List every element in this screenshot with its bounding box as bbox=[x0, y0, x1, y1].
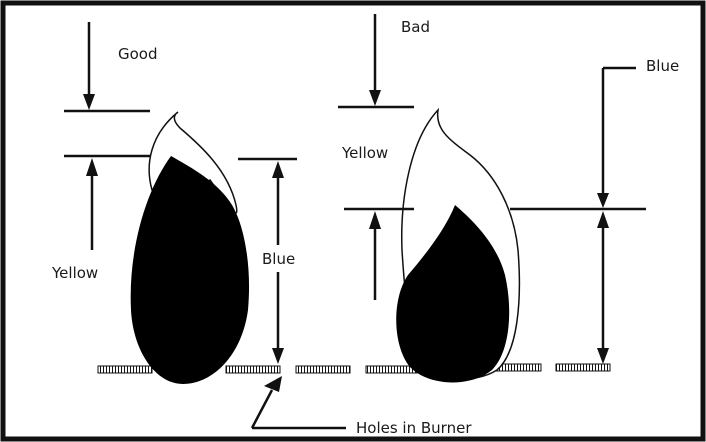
left-arrowheads bbox=[83, 94, 284, 364]
blue-arrowhead-left-up bbox=[272, 161, 284, 178]
label-holes-in-burner: Holes in Burner bbox=[356, 419, 472, 437]
yellow-arrowhead-right bbox=[369, 211, 381, 229]
good-flame bbox=[130, 111, 250, 384]
burner-strip bbox=[295, 365, 351, 374]
blue-arrowhead-left-down bbox=[272, 348, 284, 364]
label-yellow-right: Yellow bbox=[341, 144, 388, 162]
label-yellow-left: Yellow bbox=[51, 264, 98, 282]
yellow-arrowhead-left bbox=[86, 158, 98, 176]
holes-leader-diagonal bbox=[250, 389, 274, 429]
bad-flame bbox=[396, 107, 521, 383]
holes-leader bbox=[250, 376, 346, 430]
right-arrowheads bbox=[369, 90, 609, 364]
burner-strip bbox=[555, 363, 611, 372]
label-good: Good bbox=[118, 45, 158, 63]
good-arrowhead bbox=[83, 94, 95, 110]
burner-strip bbox=[97, 365, 153, 374]
good-flame-core bbox=[130, 156, 250, 384]
bad-flame-core bbox=[396, 205, 510, 383]
label-blue-left: Blue bbox=[262, 250, 295, 268]
label-bad: Bad bbox=[401, 18, 430, 36]
blue-arrowhead-right-down bbox=[597, 348, 609, 364]
burner-strips bbox=[97, 363, 611, 374]
right-dimensions bbox=[338, 14, 646, 348]
left-dimensions bbox=[64, 22, 297, 350]
label-blue-right: Blue bbox=[646, 57, 679, 75]
bad-arrowhead bbox=[369, 90, 381, 106]
holes-arrowhead bbox=[264, 376, 282, 392]
blue-arrowhead-right-down-top bbox=[597, 193, 609, 208]
blue-arrowhead-right-up bbox=[597, 211, 609, 228]
burner-strip bbox=[225, 365, 281, 374]
